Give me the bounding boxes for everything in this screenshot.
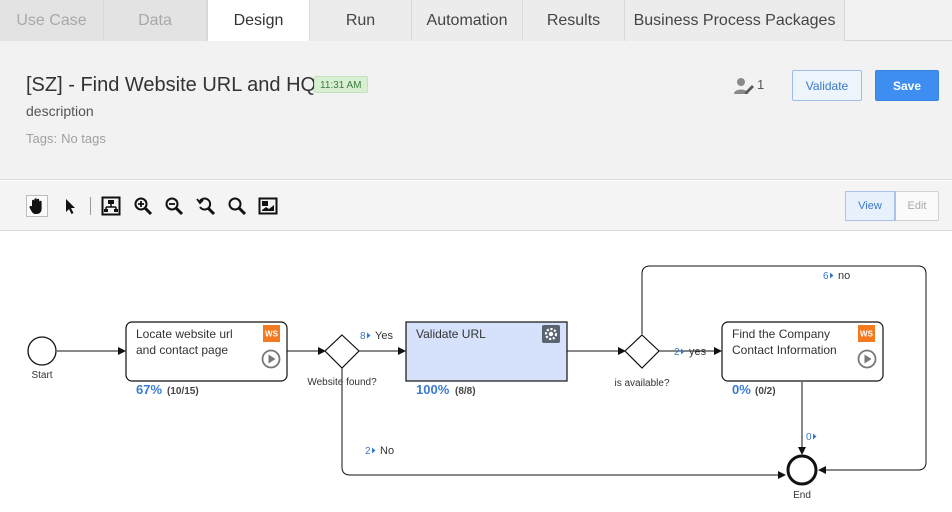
zoom-reset-button[interactable] <box>195 195 217 217</box>
user-edit-icon <box>734 78 754 94</box>
task-progress-fraction: (10/15) <box>167 386 199 397</box>
caret-right-icon <box>813 433 817 440</box>
task-find-contact[interactable]: Find the Company Contact Information WS … <box>721 321 884 397</box>
validate-button[interactable]: Validate <box>792 70 862 101</box>
svg-text:no: no <box>838 270 850 282</box>
play-icon[interactable] <box>261 349 281 369</box>
edit-mode-button[interactable]: Edit <box>907 200 927 212</box>
view-edit-toggle: View Edit <box>845 191 939 221</box>
caret-right-icon <box>367 332 371 339</box>
zoom-in-icon <box>134 197 153 216</box>
process-header: [SZ] - Find Website URL and HQ 11:31 AM … <box>0 41 952 180</box>
svg-text:2: 2 <box>674 347 680 358</box>
auto-layout-icon <box>101 196 121 216</box>
minimap-button[interactable] <box>257 195 279 217</box>
gateway-is-available[interactable]: is available? <box>614 334 670 389</box>
page-title: [SZ] - Find Website URL and HQ <box>26 74 317 96</box>
edge-label-no: 2 No <box>365 445 394 457</box>
svg-text:WS: WS <box>860 330 874 339</box>
tags-value: No tags <box>61 131 106 146</box>
task-title-line2: Contact Information <box>732 343 837 357</box>
svg-text:No: No <box>380 445 394 457</box>
task-title-line2: and contact page <box>136 343 228 357</box>
tab-results[interactable]: Results <box>523 0 625 41</box>
task-title-line1: Find the Company <box>732 327 830 341</box>
svg-text:6: 6 <box>823 271 829 282</box>
diagram-toolbar: View Edit <box>0 181 952 231</box>
zoom-out-button[interactable] <box>163 195 185 217</box>
minimap-icon <box>258 197 278 215</box>
task-title-line1: Validate URL <box>416 327 486 341</box>
zoom-fit-icon <box>228 197 247 216</box>
webservice-badge-icon: WS <box>858 325 875 342</box>
last-saved-time-badge: 11:31 AM <box>314 76 368 93</box>
edge-label-yes-2: 2 yes <box>674 346 707 358</box>
svg-text:Yes: Yes <box>375 330 393 342</box>
webservice-badge-icon: WS <box>263 325 280 342</box>
caret-right-icon <box>372 447 376 454</box>
task-progress-percent: 100% <box>416 382 450 397</box>
collaborators-indicator[interactable]: 1 <box>733 76 764 96</box>
tab-data[interactable]: Data <box>104 0 207 41</box>
pointer-tool[interactable] <box>59 195 81 217</box>
gateway-website-found[interactable]: Website found? <box>307 334 377 388</box>
caret-right-icon <box>681 348 685 355</box>
diagram-canvas[interactable]: Start Locate website url and contact pag… <box>0 232 952 512</box>
process-diagram: Start Locate website url and contact pag… <box>27 265 927 501</box>
view-mode-button[interactable]: View <box>845 191 896 221</box>
tab-business-process-packages[interactable]: Business Process Packages <box>625 0 845 41</box>
svg-text:2: 2 <box>365 446 371 457</box>
zoom-out-icon <box>165 197 184 216</box>
task-validate-url[interactable]: Validate URL 100% (8/8) <box>405 321 568 397</box>
tab-design[interactable]: Design <box>207 0 310 42</box>
task-progress-percent: 0% <box>732 382 751 397</box>
zoom-fit-button[interactable] <box>226 195 248 217</box>
tags-row[interactable]: Tags:No tags <box>26 131 106 146</box>
toolbar-divider <box>90 197 91 215</box>
auto-layout-button[interactable] <box>100 195 122 217</box>
edges <box>57 265 927 479</box>
tags-label: Tags: <box>26 131 58 146</box>
start-label: Start <box>31 370 52 381</box>
pointer-icon <box>66 199 75 214</box>
tab-run[interactable]: Run <box>310 0 412 41</box>
edge-no-to-end-loop[interactable] <box>641 265 927 474</box>
start-event[interactable]: Start <box>27 336 57 381</box>
gateway-label: is available? <box>614 378 669 389</box>
save-button[interactable]: Save <box>875 70 939 101</box>
svg-text:0: 0 <box>806 432 812 443</box>
tab-bar: Use Case Data Design Run Automation Resu… <box>0 0 952 42</box>
tab-automation[interactable]: Automation <box>412 0 523 41</box>
svg-text:yes: yes <box>689 346 707 358</box>
task-title-line1: Locate website url <box>136 327 233 341</box>
end-label: End <box>793 490 811 501</box>
zoom-reset-icon <box>196 197 216 216</box>
tab-use-case[interactable]: Use Case <box>0 0 104 41</box>
edge-label-no-2: 6 no <box>823 270 850 282</box>
task-locate-website[interactable]: Locate website url and contact page WS 6… <box>125 321 288 397</box>
gear-icon <box>542 325 560 343</box>
caret-right-icon <box>830 272 834 279</box>
task-progress-percent: 67% <box>136 382 162 397</box>
play-icon[interactable] <box>857 349 877 369</box>
task-progress-fraction: (0/2) <box>755 386 776 397</box>
hand-icon <box>29 198 42 214</box>
gateway-label: Website found? <box>307 377 377 388</box>
hand-tool[interactable] <box>26 195 48 217</box>
zoom-in-button[interactable] <box>132 195 154 217</box>
svg-text:8: 8 <box>360 331 366 342</box>
process-description[interactable]: description <box>26 103 94 119</box>
edge-no-to-end[interactable] <box>341 368 786 479</box>
task-progress-fraction: (8/8) <box>455 386 476 397</box>
edge-label-find-contact-end: 0 <box>806 432 817 443</box>
svg-text:WS: WS <box>265 330 279 339</box>
collaborators-count: 1 <box>757 77 765 92</box>
end-event[interactable]: End <box>786 454 818 501</box>
edge-label-yes: 8 Yes <box>360 330 393 342</box>
